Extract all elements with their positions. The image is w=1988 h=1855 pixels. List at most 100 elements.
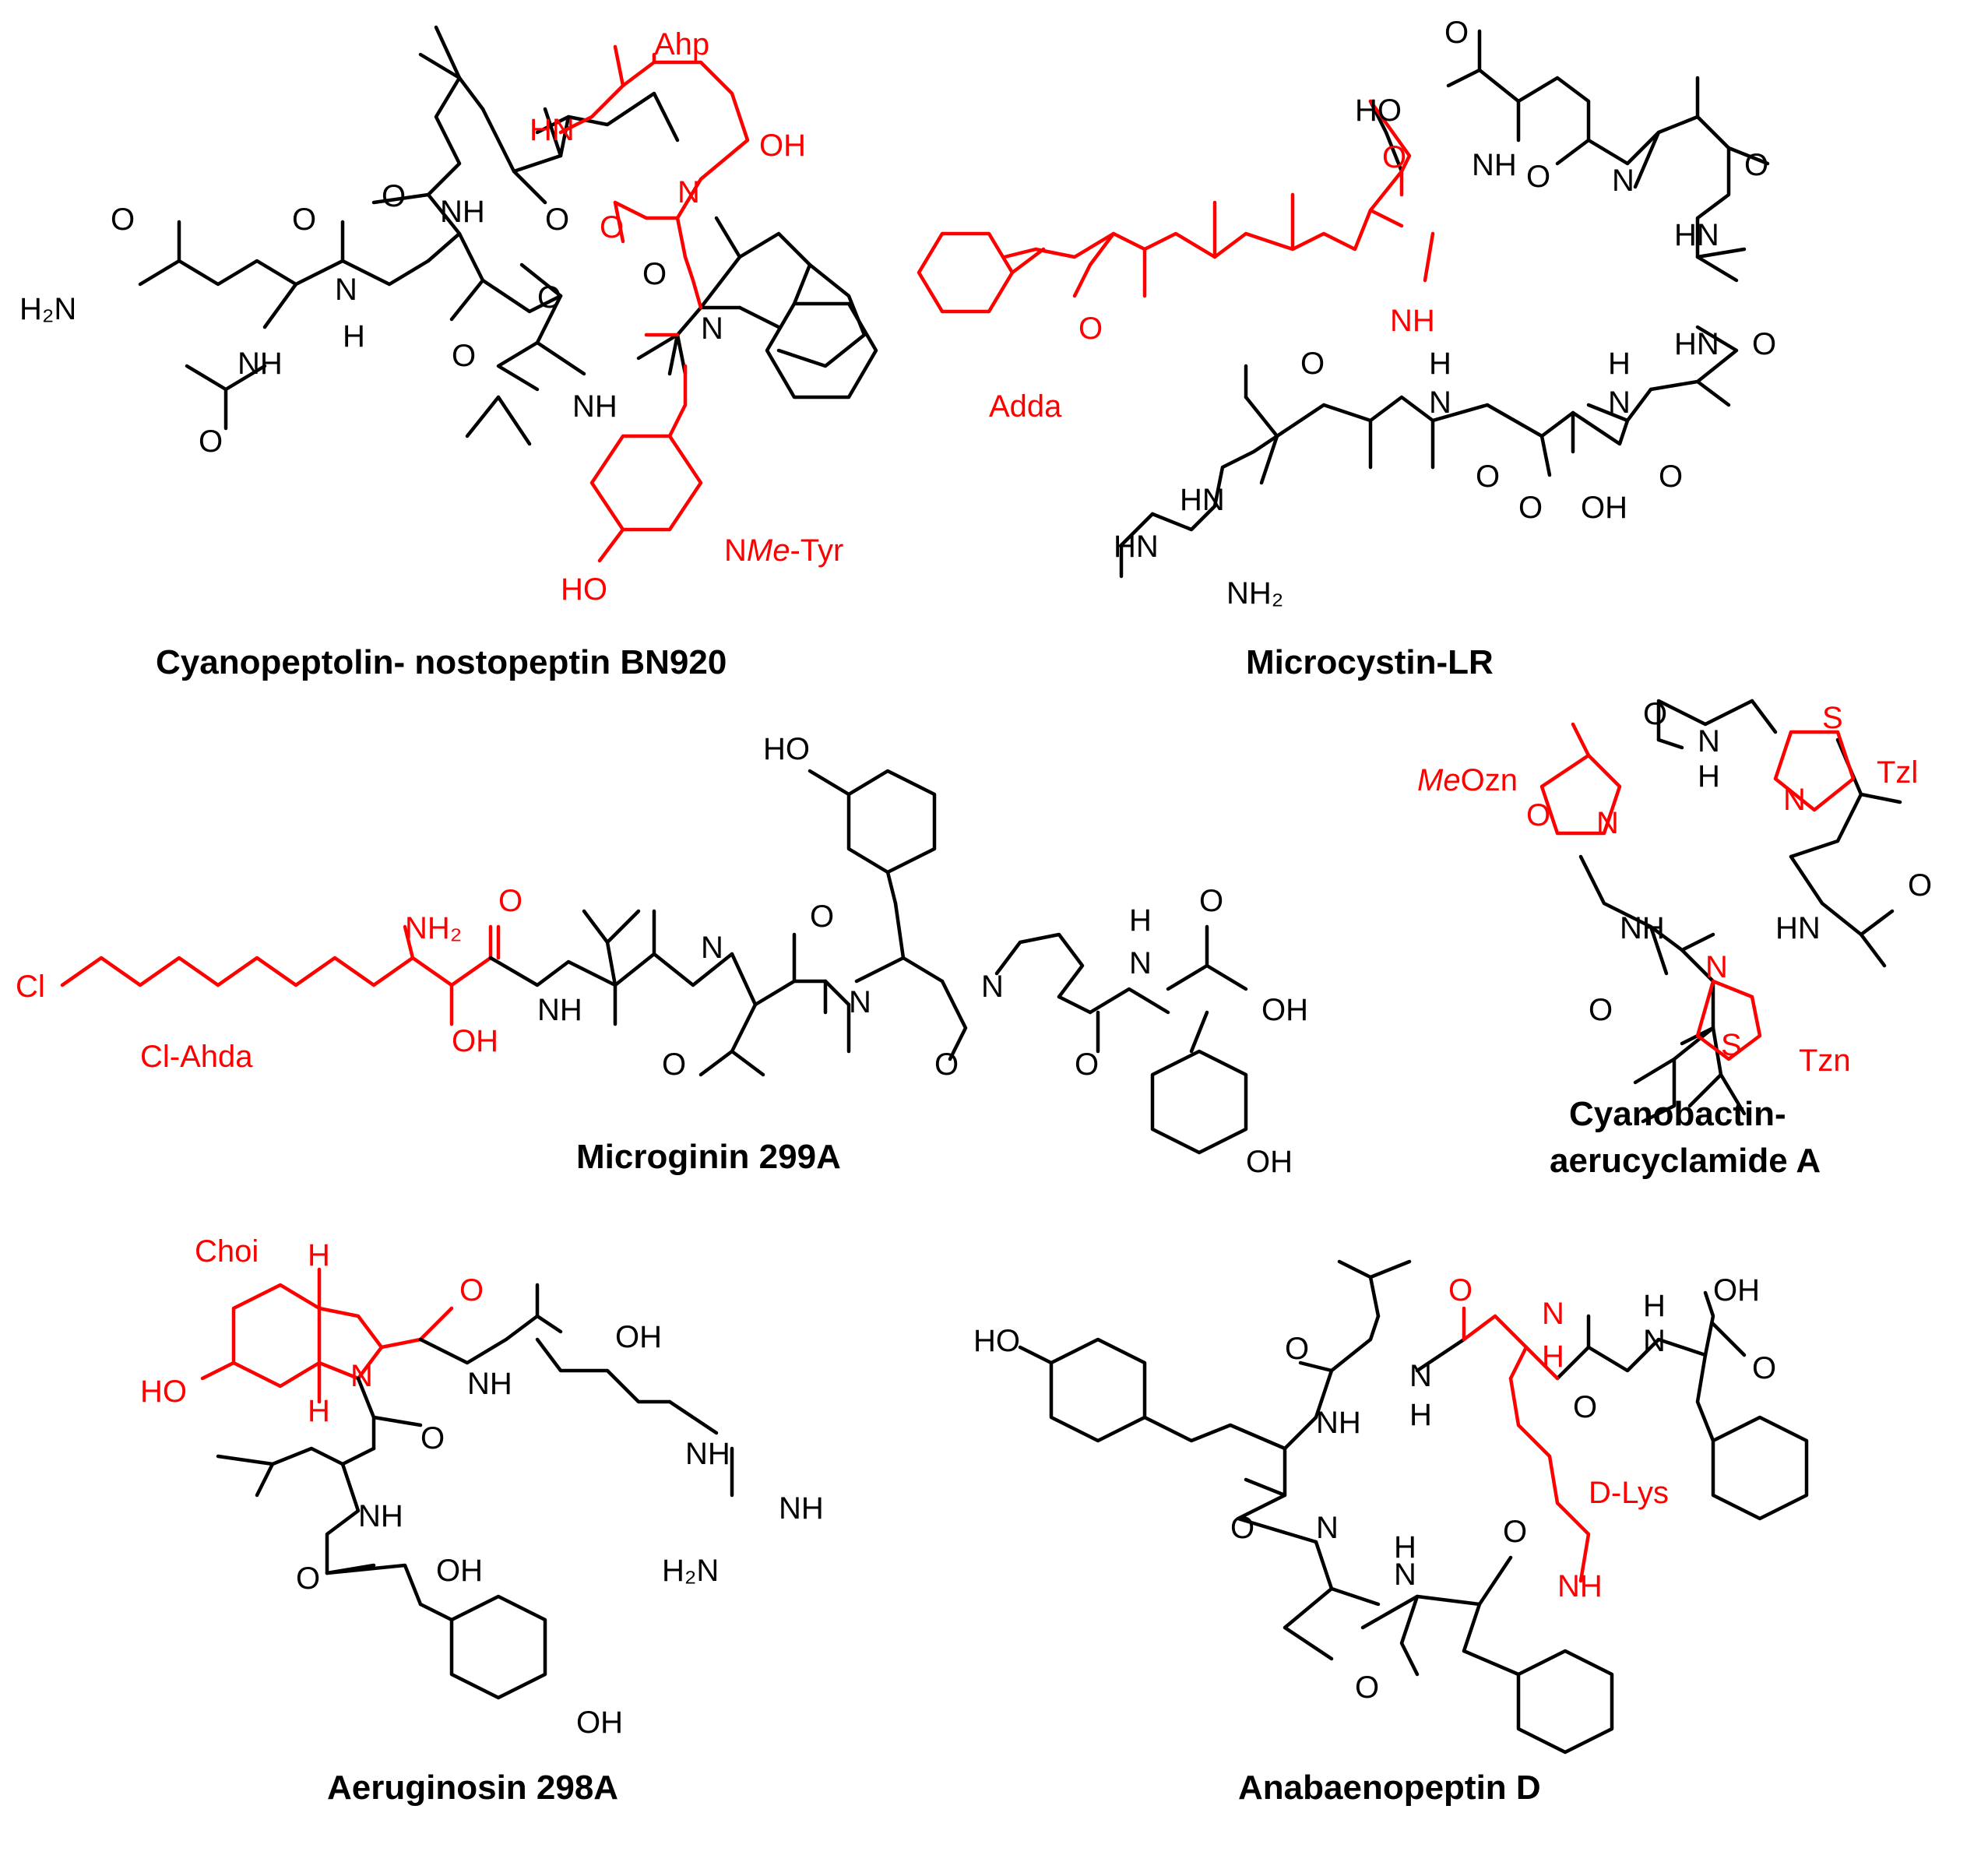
ab-h1-label: H <box>1409 1398 1432 1432</box>
cp-o5-label: O <box>545 202 569 237</box>
cb-o2-label: O <box>1908 868 1932 903</box>
mc-hn1-label: HN <box>1674 218 1719 252</box>
mg-oh3-label: OH <box>1246 1145 1293 1179</box>
mc-h2-label: H <box>1608 347 1631 381</box>
cp-ahp-o-label: O <box>600 210 624 245</box>
mc-n1-label: N <box>1429 385 1451 420</box>
mg-ho1-label: HO <box>763 732 810 766</box>
aeruginosin-caption: Aeruginosin 298A <box>327 1769 618 1807</box>
d-lys-residue-label: D-Lys <box>1589 1476 1669 1510</box>
anabaenopeptin-structure: HO O NH N H O N N H O O O N H O N H OH O… <box>973 1259 1809 1807</box>
cb-o3-label: O <box>1589 993 1613 1027</box>
cb-n1-label: N <box>1698 724 1720 759</box>
cp-nh3-label: NH <box>572 389 618 424</box>
mc-o5-label: O <box>1300 347 1325 381</box>
ag-ho-label: HO <box>140 1375 187 1409</box>
ag-nh4-label: NH <box>779 1491 824 1526</box>
microcystin-structure: O HO NH O N O HN O HN O NH O O N H O N H… <box>917 16 1776 681</box>
cyanobactin-caption-line2: aerucyclamide A <box>1550 1142 1821 1180</box>
mg-o1-label: O <box>498 884 523 918</box>
cyanopeptolin-structure: H₂N O NH O O N H O NH O O O NH O N HN OH… <box>19 25 878 681</box>
cp-o4-label: O <box>382 179 406 213</box>
aeruginosin-structure: H H HO N O NH OH O NH O OH NH NH H₂N OH … <box>140 1234 824 1807</box>
ab-o6-label: O <box>1355 1670 1379 1705</box>
tzn-residue-label: Tzn <box>1799 1044 1851 1078</box>
cb-nh1-label: NH <box>1620 911 1665 945</box>
mc-o-top-label: O <box>1444 16 1469 50</box>
mg-oh-label: OH <box>452 1024 498 1058</box>
ab-n4-label: N <box>1316 1511 1339 1545</box>
ag-h1-label: H <box>308 1238 330 1272</box>
ag-nh2-label: NH <box>358 1499 403 1533</box>
ab-o4-label: O <box>1752 1351 1776 1385</box>
ag-oh1-label: OH <box>615 1320 662 1354</box>
mc-nh-top-label: NH <box>1472 148 1517 182</box>
cp-ahp-oh-label: OH <box>759 128 806 163</box>
mg-o5-label: O <box>1075 1047 1099 1082</box>
mg-n1-label: N <box>701 931 723 965</box>
mg-o6-label: O <box>1199 884 1223 918</box>
cp-nh-label: NH <box>238 347 283 381</box>
ab-o1-label: O <box>1285 1332 1309 1366</box>
mc-h1-label: H <box>1429 347 1451 381</box>
cb-n3-label: N <box>1596 806 1619 840</box>
cb-o1-label: O <box>1643 697 1667 731</box>
ab-o3-label: O <box>1573 1390 1597 1424</box>
mc-hn2-label: HN <box>1674 327 1719 361</box>
cb-h1-label: H <box>1698 759 1720 794</box>
cl-ahda-residue-label: Cl-Ahda <box>140 1040 253 1074</box>
cp-o-ester-label: O <box>452 339 476 373</box>
cp-o6-label: O <box>537 280 561 315</box>
cb-o-ring-label: O <box>1526 798 1550 832</box>
ab-h5-label: H <box>1394 1530 1416 1565</box>
ab-n2-label: N <box>1542 1297 1564 1331</box>
anabaenopeptin-caption: Anabaenopeptin D <box>1238 1769 1541 1807</box>
ab-nh1-label: NH <box>1316 1406 1361 1440</box>
cp-o1-label: O <box>111 202 135 237</box>
tzl-residue-label: Tzl <box>1877 755 1918 790</box>
mg-o3-label: O <box>810 899 834 934</box>
ab-o5-label: O <box>1230 1511 1254 1545</box>
ab-h3-label: H <box>1643 1289 1666 1323</box>
meozn-residue-label: MeOzn <box>1417 763 1518 797</box>
cp-ahp-hn-label: HN <box>530 113 575 147</box>
mg-h4-label: H <box>1129 903 1152 938</box>
choi-residue-label: Choi <box>195 1234 259 1269</box>
cb-s1-label: S <box>1822 701 1843 735</box>
mc-adda-nh-label: NH <box>1390 304 1435 338</box>
ag-oh3-label: OH <box>576 1705 623 1740</box>
ahp-residue-label: Ahp <box>654 27 709 62</box>
mg-cl-label: Cl <box>16 970 45 1004</box>
mg-n2-label: N <box>849 985 871 1019</box>
nme-tyr-residue-label: NMe-Tyr <box>724 533 843 568</box>
mc-oh2-label: OH <box>1581 491 1627 525</box>
ag-nh1-label: NH <box>467 1367 512 1401</box>
mc-hn3-label: HN <box>1180 483 1225 517</box>
cp-h2n-label: H₂N <box>19 292 76 326</box>
mc-nh2-label: NH₂ <box>1226 576 1283 611</box>
mc-o8-label: O <box>1518 491 1543 525</box>
cb-n4-label: N <box>1705 950 1728 984</box>
ab-oh-label: OH <box>1713 1273 1760 1308</box>
mg-o2-label: O <box>662 1047 686 1082</box>
mc-o4-label: O <box>1752 327 1776 361</box>
ag-h2-label: H <box>308 1394 330 1428</box>
cb-n2-label: N <box>1783 783 1806 817</box>
cb-hn1-label: HN <box>1775 911 1821 945</box>
ab-nh2-label: NH <box>1557 1569 1603 1603</box>
mc-o7-label: O <box>1659 459 1683 494</box>
ag-n-label: N <box>350 1359 373 1393</box>
ab-o2-label: O <box>1448 1273 1473 1308</box>
cp-o3-label: O <box>292 202 316 237</box>
cyanobactin-caption-line1: Cyanobactin- <box>1569 1095 1786 1133</box>
mc-adda-o-label: O <box>1382 140 1406 174</box>
mg-o4-label: O <box>934 1047 959 1082</box>
ab-ho-label: HO <box>973 1324 1020 1358</box>
cp-tyr-ho-label: HO <box>561 572 607 607</box>
mg-n4-label: N <box>1129 946 1152 980</box>
ab-n5-label: N <box>1394 1558 1416 1592</box>
mc-o3-label: O <box>1744 148 1768 182</box>
ag-o2-label: O <box>420 1421 445 1455</box>
mc-hn4-label: HN <box>1114 530 1159 564</box>
mc-n2-label: N <box>1608 385 1631 420</box>
